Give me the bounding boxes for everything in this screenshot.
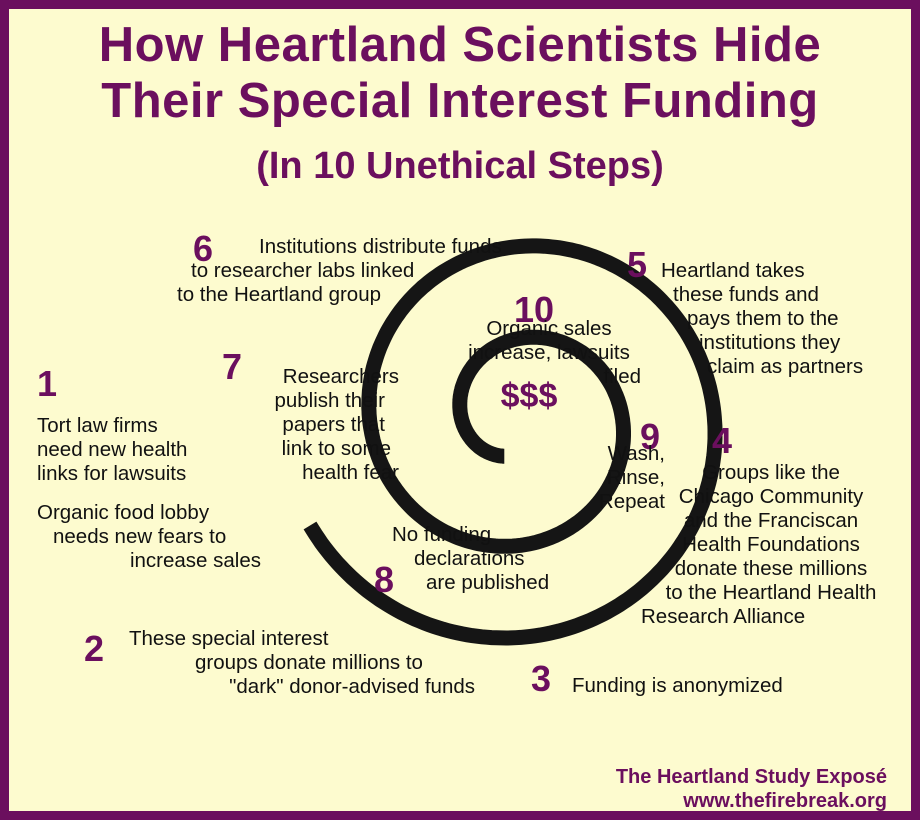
step-1-line: need new health [37, 438, 188, 461]
step-2-line: These special interest [129, 627, 329, 650]
step-5-line: these funds and [673, 283, 819, 306]
step-9-text: Wash, Rinse, Repeat [569, 442, 665, 514]
step-5-line: claim as partners [707, 355, 864, 378]
step-6-line: to the Heartland group [177, 283, 381, 306]
step-2-number: 2 [84, 628, 105, 669]
step-10-line: Organic sales [486, 317, 612, 340]
step-2-line: "dark" donor-advised funds [229, 675, 475, 698]
step-8-line: No funding [392, 523, 492, 546]
step-5-text: Heartland takes these funds and pays the… [661, 259, 863, 379]
step-10-text: Organic sales increase, lawsuits filed [449, 317, 649, 389]
step-2-line: groups donate millions to [195, 651, 423, 674]
spiral-graphic [303, 238, 723, 646]
center-money-label: $$$ [500, 377, 558, 415]
step-5-number: 5 [627, 244, 648, 285]
step-1-text: Tort law firms need new health links for… [37, 414, 187, 486]
step-4-line: Groups like the [702, 461, 840, 484]
spiral-path [303, 238, 723, 646]
step-7-text: Researchers publish their papers that li… [249, 365, 399, 485]
step-1-line: Tort law firms [37, 414, 158, 437]
step-7-line: health fear [302, 461, 399, 484]
step-10-number: 10 [514, 289, 555, 330]
step-1-extra-line: increase sales [129, 549, 261, 572]
step-8-number: 8 [374, 559, 395, 600]
step-7-line: publish their [274, 389, 385, 412]
step-8-line: are published [426, 571, 550, 594]
step-1-extra-text: Organic food lobby needs new fears to in… [37, 501, 261, 573]
step-6-number: 6 [193, 228, 214, 269]
step-1-extra-line: Organic food lobby [37, 501, 210, 524]
step-7-number: 7 [222, 346, 243, 387]
step-5-line: institutions they [699, 331, 841, 354]
step-7-line: link to some [281, 437, 391, 460]
step-4-line: Chicago Community [678, 485, 864, 508]
step-1-line: links for lawsuits [37, 462, 187, 485]
step-3-line: Funding is anonymized [572, 674, 783, 697]
step-4-line: to the Heartland Health [665, 581, 877, 604]
step-1-number: 1 [37, 363, 58, 404]
footer-url[interactable]: www.thefirebreak.org [683, 790, 887, 812]
step-3-text: Funding is anonymized [572, 674, 783, 698]
footer-title: The Heartland Study Exposé [615, 766, 887, 788]
step-9-line: Wash, [607, 442, 665, 465]
title-line-1: How Heartland Scientists Hide [98, 18, 822, 72]
step-9-line: Repeat [598, 490, 665, 513]
step-6-line: Institutions distribute funds [259, 235, 502, 258]
step-10-line: filed [603, 365, 641, 388]
step-2-text: These special interest groups donate mil… [129, 627, 489, 699]
step-5-line: Heartland takes [661, 259, 805, 282]
step-9-number: 9 [640, 416, 661, 457]
step-9-line: Rinse, [606, 466, 665, 489]
step-3-number: 3 [531, 658, 552, 699]
step-6-text: Institutions distribute funds to researc… [169, 235, 502, 307]
step-4-number: 4 [712, 420, 733, 461]
step-10-line: increase, lawsuits [468, 341, 630, 364]
title-line-2: Their Special Interest Funding [101, 74, 819, 128]
step-4-line: donate these millions [674, 557, 868, 580]
step-8-line: declarations [414, 547, 525, 570]
subtitle: (In 10 Unethical Steps) [256, 145, 664, 187]
step-4-text: Groups like the Chicago Community and th… [641, 461, 901, 629]
step-8-text: No funding declarations are published [392, 523, 549, 595]
step-5-line: pays them to the [687, 307, 839, 330]
step-7-line: papers that [282, 413, 385, 436]
step-4-line: Research Alliance [641, 605, 806, 628]
step-7-line: Researchers [282, 365, 399, 388]
step-4-line: and the Franciscan [683, 509, 859, 532]
step-1-extra-line: needs new fears to [53, 525, 227, 548]
step-6-line: to researcher labs linked [191, 259, 415, 282]
step-4-line: Health Foundations [682, 533, 860, 556]
